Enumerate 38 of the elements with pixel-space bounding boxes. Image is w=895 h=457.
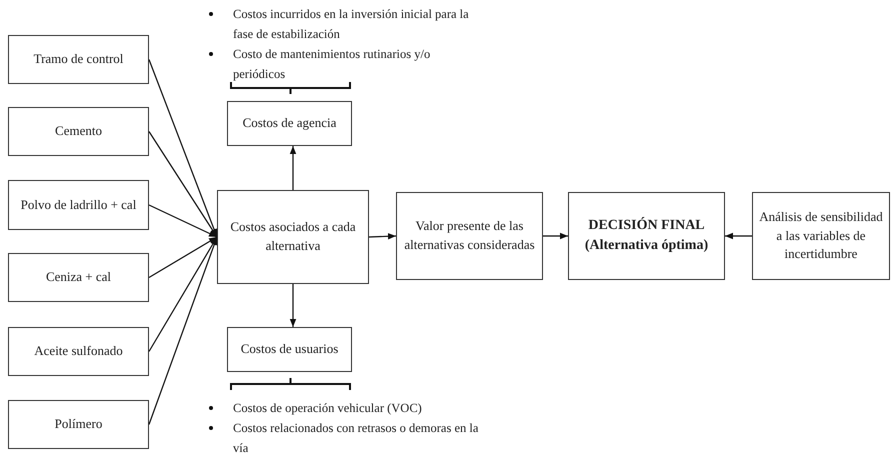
process-box bbox=[8, 400, 149, 449]
process-box bbox=[227, 101, 352, 146]
box-label: Polvo de ladrillo + cal bbox=[20, 196, 136, 214]
arrow bbox=[725, 232, 752, 240]
arrow bbox=[543, 232, 568, 240]
arrow bbox=[290, 146, 296, 190]
arrow bbox=[148, 59, 218, 238]
box-label: Aceite sulfonado bbox=[34, 342, 123, 360]
arrow bbox=[368, 233, 396, 240]
box-label: Polímero bbox=[54, 415, 102, 434]
box-label: Valor presente de las alternativas consideradas bbox=[403, 217, 536, 254]
box-label: Cemento bbox=[55, 122, 102, 140]
process-box bbox=[217, 190, 369, 284]
arrow bbox=[290, 284, 296, 327]
box-label: Tramo de control bbox=[34, 50, 124, 68]
process-box bbox=[8, 107, 149, 156]
box-label: DECISIÓN FINAL (Alternativa óptima) bbox=[584, 216, 710, 255]
arrow bbox=[148, 204, 218, 238]
bullet-text: Costos de operación vehicular (VOC) bbox=[233, 400, 423, 417]
process-box bbox=[8, 327, 149, 376]
bullet-text: Costo de mantenimientos rutinarios y/o periódicos bbox=[233, 46, 432, 83]
box-label: Ceniza + cal bbox=[46, 268, 112, 286]
process-box bbox=[8, 35, 149, 84]
arrow bbox=[148, 236, 218, 352]
bullet-text: Costos relacionados con retrasos o demoras en la vía bbox=[233, 420, 480, 457]
decision-box bbox=[568, 192, 725, 280]
process-box bbox=[227, 327, 352, 372]
box-label: Costos de agencia bbox=[242, 114, 336, 132]
box-label: Costos asociados a cada alternativa bbox=[229, 218, 357, 255]
process-box bbox=[8, 253, 149, 302]
process-box bbox=[8, 180, 149, 230]
arrow bbox=[148, 131, 218, 238]
process-box bbox=[752, 192, 890, 280]
arrow bbox=[148, 236, 218, 278]
process-box bbox=[396, 192, 543, 280]
box-label: Costos de usuarios bbox=[240, 340, 338, 358]
box-label: Análisis de sensibilidad a las variables de incertidumbre bbox=[758, 208, 884, 264]
bullet-text: Costos incurridos en la inversión inicial para la fase de estabilización bbox=[233, 6, 470, 43]
